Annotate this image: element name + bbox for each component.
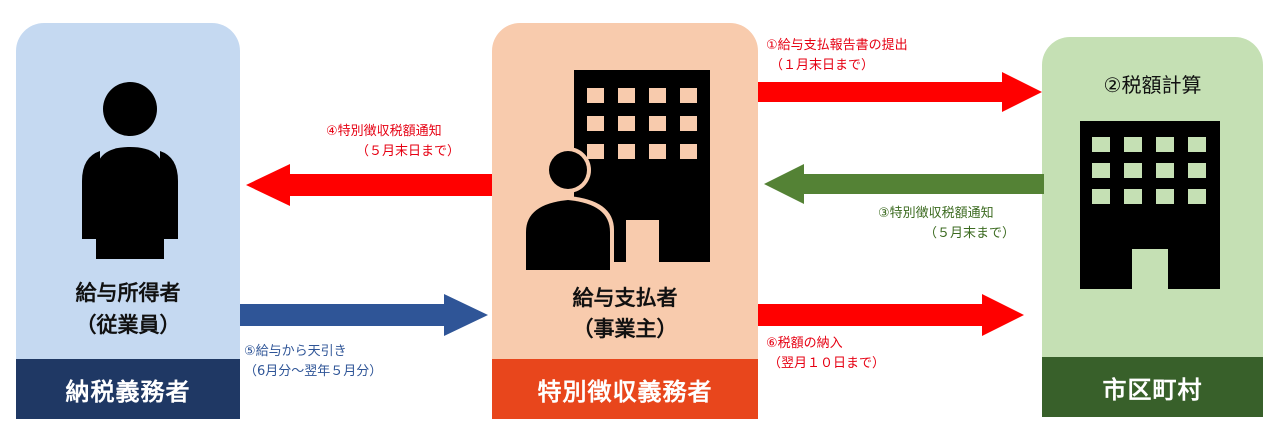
employer-footer: 特別徴収義務者: [492, 359, 758, 419]
taxpayer-title-line1: 給与所得者: [75, 281, 181, 305]
arrow-step6-payment: [758, 294, 1024, 336]
step1-label-line2: （１月末日まで）: [770, 58, 875, 73]
step3-label-line2: （５月末まで）: [924, 226, 1016, 241]
tax-calculation-label: ②税額計算: [1103, 73, 1202, 97]
employer-panel: 給与支払者 （事業主） 特別徴収義務者: [492, 23, 758, 419]
arrow-step4-notice: [246, 164, 492, 206]
arrow-step3-notice: [764, 164, 1044, 204]
arrow-step5-withholding: [240, 294, 488, 336]
taxpayer-title-line2: （従業員）: [75, 313, 181, 337]
person-icon: [82, 82, 178, 259]
municipality-panel: ②税額計算 市区町村: [1042, 37, 1263, 417]
taxpayer-footer: 納税義務者: [16, 359, 240, 419]
step5-label-line2: （6月分～翌年５月分）: [244, 364, 383, 379]
step4-label-line2: （５月末日まで）: [356, 144, 461, 159]
taxpayer-panel: 給与所得者 （従業員） 納税義務者: [16, 23, 240, 419]
building-icon: [1080, 121, 1220, 289]
building-icon: [574, 70, 710, 262]
person-icon: [522, 148, 614, 270]
step3-label: ③特別徴収税額通知 （５月末まで）: [878, 204, 1015, 244]
step4-label-line1: ④特別徴収税額通知: [326, 124, 442, 139]
municipality-footer: 市区町村: [1042, 357, 1263, 417]
arrow-step1-report: [758, 72, 1042, 112]
step1-label-line1: ①給与支払報告書の提出: [766, 38, 908, 53]
step3-label-line1: ③特別徴収税額通知: [878, 206, 994, 221]
step1-label: ①給与支払報告書の提出 （１月末日まで）: [766, 36, 908, 76]
employer-title-line2: （事業主）: [572, 317, 678, 341]
step5-label-line1: ⑤給与から天引き: [244, 344, 347, 359]
step6-label-line2: （翌月１０日まで）: [768, 356, 886, 371]
step4-label: ④特別徴収税額通知 （５月末日まで）: [326, 122, 460, 162]
step5-label: ⑤給与から天引き （6月分～翌年５月分）: [244, 342, 382, 382]
employer-title-line1: 給与支払者: [572, 286, 678, 310]
step6-label-line1: ⑥税額の納入: [766, 336, 843, 351]
step6-label: ⑥税額の納入 （翌月１０日まで）: [766, 334, 885, 374]
